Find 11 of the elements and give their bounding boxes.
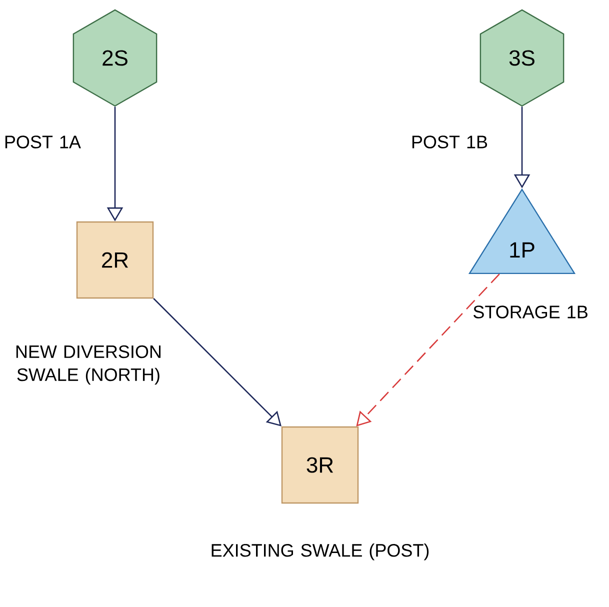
reach-box: 2R	[76, 221, 154, 299]
node-caption: POST 1A	[5, 136, 81, 148]
arrow	[153, 298, 282, 426]
node-caption: STORAGE 1B	[474, 306, 588, 318]
node-caption: NEW DIVERSION SWALE (NORTH)	[16, 345, 160, 385]
subcatchment-hexagon: 3S	[480, 9, 564, 107]
arrow	[356, 274, 500, 426]
node-caption: POST 1B	[412, 136, 488, 148]
node-caption: EXISTING SWALE (POST)	[212, 544, 429, 560]
reach-box: 3R	[281, 426, 359, 504]
subcatchment-hexagon: 2S	[72, 9, 158, 107]
